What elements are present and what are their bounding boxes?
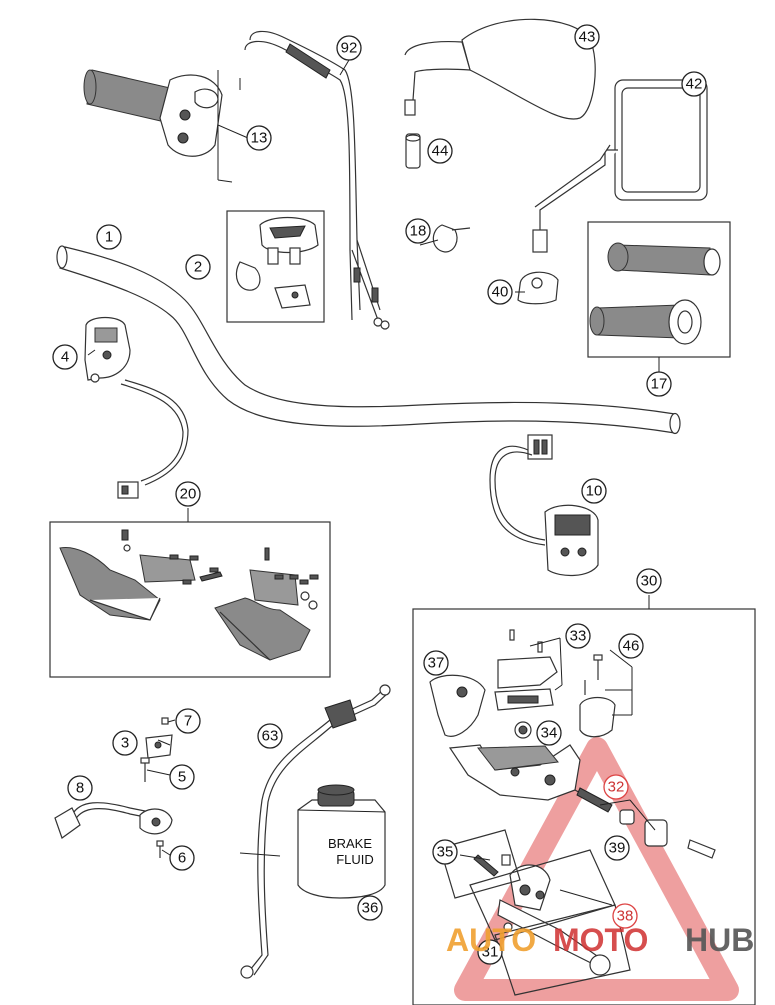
light-switch: [489, 434, 599, 576]
callout-30: 30: [636, 568, 662, 594]
svg-text:39: 39: [609, 840, 626, 857]
callout-7: 7: [175, 708, 201, 734]
svg-text:36: 36: [362, 900, 379, 917]
callout-35: 35: [432, 839, 458, 865]
brake-fluid-label: BRAKE FLUID: [328, 836, 374, 867]
callout-17: 17: [646, 371, 672, 397]
callout-1: 1: [96, 224, 122, 250]
callout-43: 43: [574, 24, 600, 50]
clamp-46: [579, 654, 616, 738]
throttle-cables: [244, 30, 390, 330]
svg-text:42: 42: [686, 76, 703, 93]
watermark-moto: MOTO: [553, 922, 648, 958]
svg-text:35: 35: [437, 844, 454, 861]
svg-text:40: 40: [492, 284, 509, 301]
callout-6: 6: [169, 845, 195, 871]
svg-text:44: 44: [432, 143, 449, 160]
callout-10: 10: [581, 478, 607, 504]
svg-text:18: 18: [410, 223, 427, 240]
svg-text:20: 20: [180, 486, 197, 503]
svg-text:13: 13: [251, 130, 268, 147]
svg-text:2: 2: [194, 259, 202, 276]
svg-text:1: 1: [105, 229, 113, 246]
callout-63: 63: [257, 723, 283, 749]
svg-text:30: 30: [641, 573, 658, 590]
mirror-adapter: [405, 133, 421, 169]
callout-8: 8: [67, 775, 93, 801]
mirror-round: [404, 18, 596, 120]
callout-4: 4: [52, 344, 78, 370]
callout-37: 37: [423, 650, 449, 676]
watermark-auto: AUTO: [446, 922, 536, 958]
protector-37: [429, 674, 486, 737]
callout-5: 5: [169, 764, 195, 790]
callout-34: 34: [536, 720, 562, 746]
callout-2: 2: [185, 254, 211, 280]
svg-text:38: 38: [617, 908, 634, 925]
callout-13: 13: [246, 125, 272, 151]
kill-switch: [84, 316, 189, 499]
throttle-grip-assembly: [83, 69, 249, 183]
callout-92: 92: [336, 35, 362, 61]
gasket-sheets: [439, 829, 631, 996]
svg-text:7: 7: [184, 713, 192, 730]
master-cylinder-body: [448, 744, 581, 801]
svg-text:43: 43: [579, 29, 596, 46]
callout-39: 39: [604, 835, 630, 861]
leader-lines: [87, 239, 656, 906]
brake-fluid-bottle: [297, 784, 386, 899]
svg-text:3: 3: [121, 735, 129, 752]
svg-text:10: 10: [586, 483, 603, 500]
handlebar: [56, 245, 681, 435]
svg-text:32: 32: [608, 779, 625, 796]
handguard-bolts: [121, 529, 319, 610]
brake-line: [239, 684, 391, 979]
callout-38: 38: [612, 903, 638, 929]
callout-32: 32: [603, 774, 629, 800]
watermark-logo: AUTO MOTO HUB: [446, 922, 754, 958]
svg-text:BRAKE: BRAKE: [328, 836, 372, 851]
svg-text:33: 33: [570, 628, 587, 645]
callout-46: 46: [618, 633, 644, 659]
svg-text:17: 17: [651, 376, 668, 393]
callout-33: 33: [565, 623, 591, 649]
callout-42: 42: [681, 71, 707, 97]
reservoir-cover: [494, 629, 558, 711]
svg-text:46: 46: [623, 638, 640, 655]
svg-text:6: 6: [178, 850, 186, 867]
hardware-kit-box: [226, 210, 325, 323]
callout-40: 40: [487, 279, 513, 305]
callout-20: 20: [175, 481, 201, 507]
svg-text:92: 92: [341, 40, 358, 57]
svg-text:37: 37: [428, 655, 445, 672]
handguards-box: [49, 508, 331, 678]
diaphragm-34: [514, 721, 532, 739]
cable-tie: [432, 224, 471, 253]
callout-36: 36: [357, 895, 383, 921]
callout-18: 18: [405, 218, 431, 244]
piston-32: [574, 787, 716, 859]
callouts: 1 2 3 4 5 6 7 8 10 13 17 18 20 30 31 32 …: [52, 24, 707, 965]
sensor-bracket: [140, 717, 173, 782]
svg-text:8: 8: [76, 780, 84, 797]
mirror-rectangular: [532, 79, 708, 253]
svg-text:63: 63: [262, 728, 279, 745]
svg-text:FLUID: FLUID: [336, 852, 374, 867]
brake-master-cylinder-box: [412, 595, 756, 1005]
lever-31: [497, 854, 611, 976]
callout-31: 31: [477, 939, 503, 965]
svg-text:34: 34: [541, 725, 558, 742]
mirror-clamp: [517, 271, 559, 305]
svg-text:4: 4: [61, 349, 69, 366]
sensor-cable: [54, 802, 173, 858]
watermark-hub: HUB: [685, 922, 754, 958]
grips-set: [587, 221, 731, 372]
svg-text:5: 5: [178, 769, 186, 786]
callout-44: 44: [427, 138, 453, 164]
callout-3: 3: [112, 730, 138, 756]
svg-text:31: 31: [482, 944, 499, 961]
